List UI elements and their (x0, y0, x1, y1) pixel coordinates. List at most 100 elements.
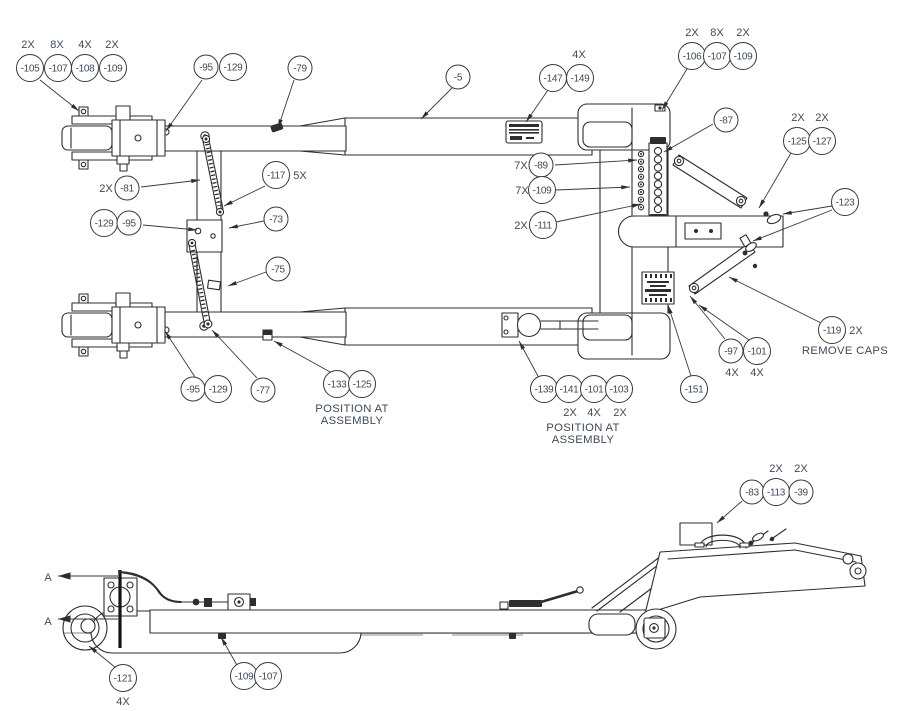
balloon-label: -149 (571, 73, 591, 84)
quantity-label: A (44, 616, 52, 628)
caster-wheel-top-left (61, 105, 166, 172)
leader-arrowhead (212, 330, 220, 338)
balloon-circle (219, 53, 247, 81)
balloon-label: -73 (269, 214, 283, 225)
note-text: ASSEMBLY (552, 434, 615, 446)
quantity-label: 8X (710, 27, 724, 39)
balloon-label: -95 (186, 384, 200, 395)
quantity-label: 4X (116, 696, 130, 708)
balloon-circle (808, 127, 836, 155)
balloon-circle (529, 211, 557, 239)
balloon-callout--105: -105 (16, 54, 44, 82)
balloon-label: -105 (21, 63, 41, 74)
balloon-label: -109 (734, 51, 754, 62)
leader-line (698, 304, 750, 341)
leader-arrowhead (89, 646, 98, 654)
balloon-label: -5 (454, 72, 463, 83)
balloon-label: -97 (724, 346, 738, 357)
note-text: ASSEMBLY (321, 415, 384, 427)
leader-line (663, 123, 714, 153)
balloon-label: -79 (293, 63, 307, 74)
quantity-label: 2X (736, 27, 750, 39)
pulley-and-rod (501, 312, 599, 338)
quantity-label: 2X (21, 39, 35, 51)
plan-view-frame (61, 103, 784, 360)
balloon-callout--83: -83 (739, 479, 765, 505)
rear-cross-structure (577, 103, 671, 360)
balloon-callout--129: -129 (204, 375, 232, 403)
quantity-label: 7X (515, 185, 529, 197)
note-text: REMOVE CAPS (802, 345, 888, 357)
balloon-callout--101: -101 (743, 337, 771, 365)
balloon-circle (528, 176, 556, 204)
caster-wheel-bottom-left (61, 292, 166, 359)
balloon-callout--109: -109 (528, 176, 556, 204)
quantity-label: 4X (725, 367, 739, 379)
leader-arrowhead (526, 113, 533, 122)
balloon-callout--151: -151 (680, 375, 708, 403)
balloon-label: -121 (114, 673, 134, 684)
balloon-label: -125 (353, 379, 373, 390)
balloon-circle (605, 375, 633, 403)
balloon-circle (204, 375, 232, 403)
leader-line (142, 224, 198, 231)
balloon-callout--139: -139 (530, 375, 558, 403)
frame-rails (144, 117, 593, 346)
leader-arrowhead (229, 224, 238, 229)
balloon-callout--109: -109 (729, 42, 757, 70)
leader-line (689, 295, 726, 340)
balloon-label: -75 (271, 264, 285, 275)
leader-arrowhead (228, 281, 237, 286)
balloon-circle (116, 210, 142, 236)
leader-arrowhead (191, 179, 200, 184)
balloon-callout--97: -97 (718, 338, 744, 364)
latch-lever (499, 586, 584, 610)
leader-line (554, 159, 638, 166)
balloon-label: -117 (267, 170, 286, 181)
leader-arrowhead (58, 572, 71, 580)
quantity-label: 2X (815, 112, 829, 124)
leader-arrowhead (699, 305, 708, 312)
balloon-callout--107: -107 (703, 42, 731, 70)
leader-arrowhead (621, 185, 630, 190)
balloon-circle (818, 316, 846, 344)
balloon-label: -107 (49, 63, 69, 74)
balloon-label: -87 (719, 115, 733, 126)
balloon-circle (193, 54, 219, 80)
balloon-label: -101 (585, 384, 605, 395)
quantity-label: 7X (514, 160, 528, 172)
balloon-label: -109 (235, 671, 255, 682)
leader-arrowhead (58, 615, 71, 623)
support-struts (672, 154, 782, 295)
decal-plate (505, 120, 543, 144)
balloon-circle (265, 256, 291, 282)
quantity-label: A (44, 572, 52, 584)
leader-arrowhead (274, 341, 283, 347)
balloon-circle (788, 479, 814, 505)
balloon-label: -113 (767, 487, 786, 498)
leader-line (555, 203, 642, 223)
quantity-label: 2X (514, 220, 528, 232)
balloon-callout--129: -129 (90, 209, 118, 237)
balloon-circle (109, 664, 137, 692)
balloon-circle (729, 42, 757, 70)
balloon-callout--125: -125 (348, 370, 376, 398)
balloon-circle (262, 161, 290, 189)
quantity-label: 2X (794, 463, 808, 475)
balloon-label: -77 (256, 385, 270, 396)
balloon-label: -107 (259, 671, 279, 682)
balloon-label: -147 (544, 73, 564, 84)
balloon-circle (99, 54, 127, 82)
balloon-label: -111 (534, 220, 552, 231)
leader-arrowhead (759, 199, 766, 208)
balloon-label: -127 (813, 136, 833, 147)
leader-arrowhead (278, 119, 283, 128)
leader-arrowhead (70, 103, 79, 111)
quantity-label: 5X (293, 170, 307, 182)
balloon-callout--107: -107 (254, 662, 282, 690)
leader-line (555, 186, 631, 191)
balloon-callout--89: -89 (528, 152, 554, 178)
balloon-label: -139 (535, 384, 555, 395)
